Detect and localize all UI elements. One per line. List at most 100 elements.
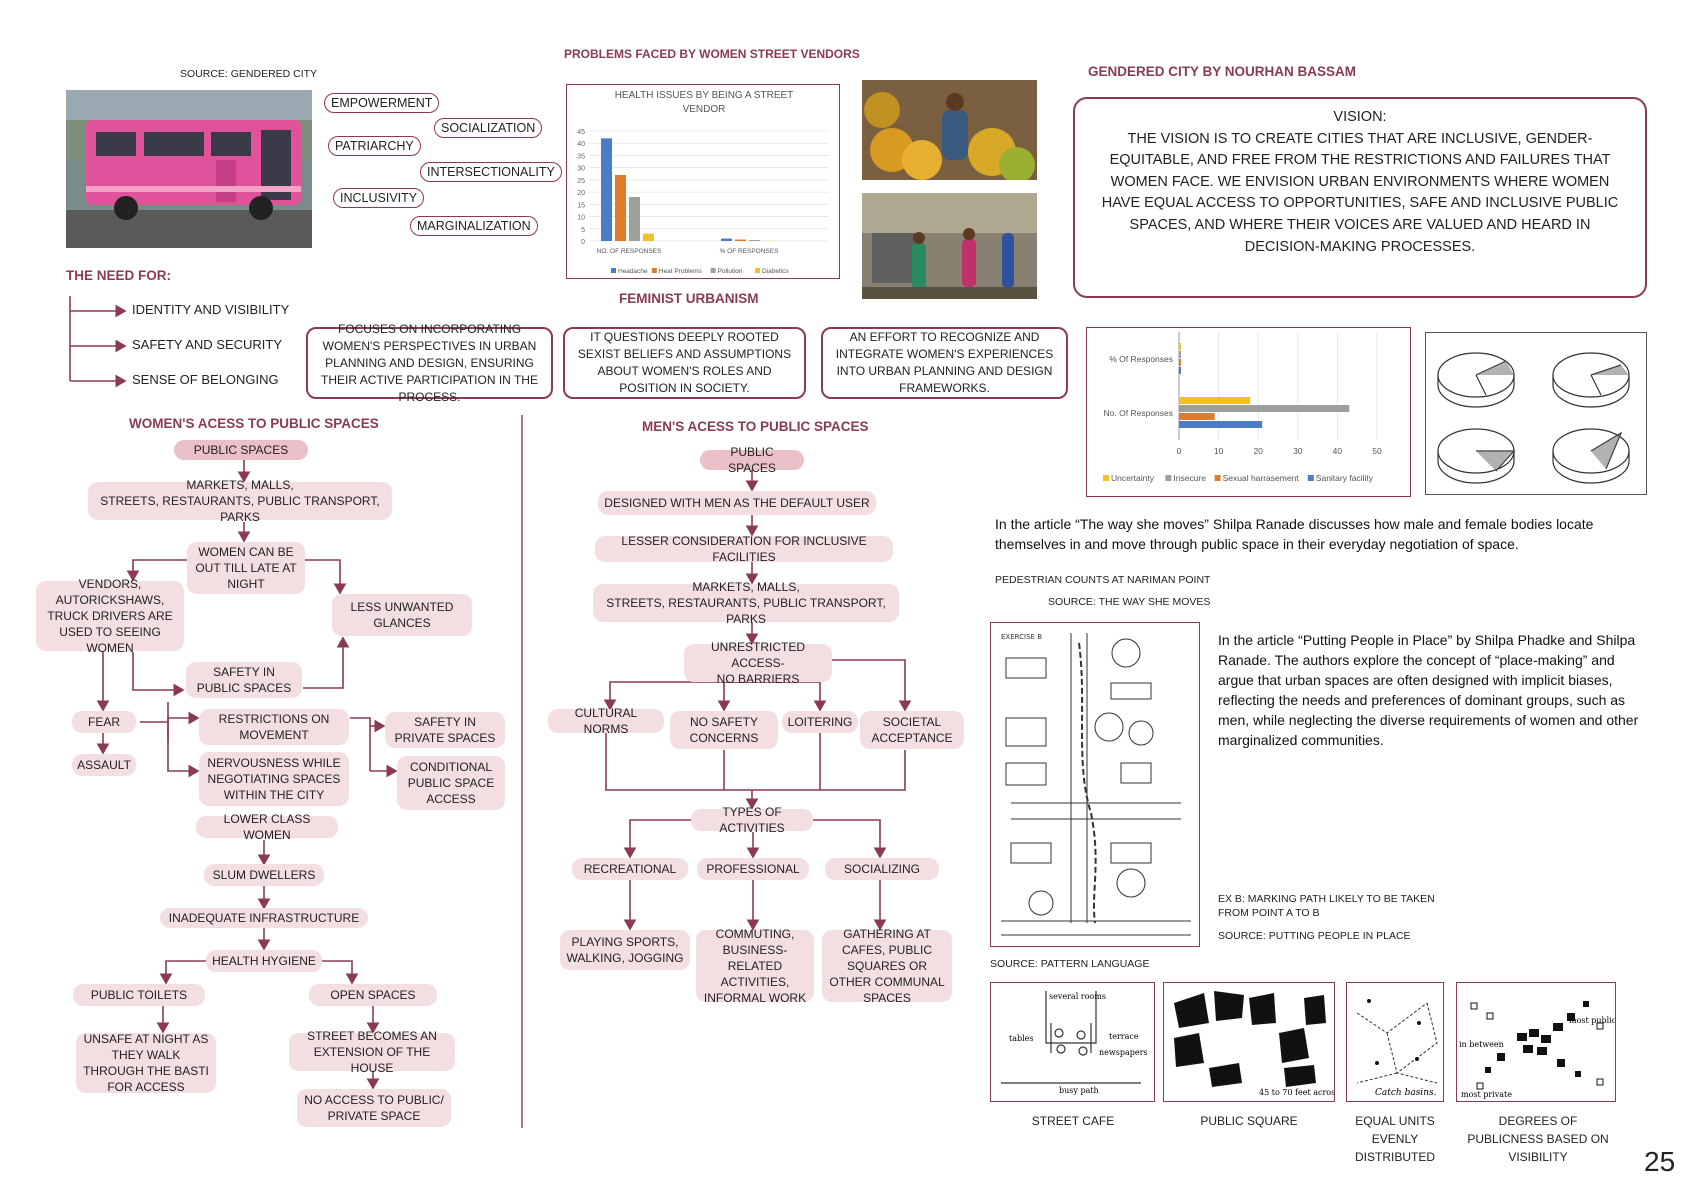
- women-unsafe-night: UNSAFE AT NIGHT AS THEY WALK THROUGH THE…: [76, 1032, 216, 1094]
- men-cultural-norms: CULTURAL NORMS: [548, 706, 664, 736]
- women-safety-private: SAFETY IN PRIVATE SPACES: [385, 712, 505, 748]
- chart1-bar: [601, 138, 612, 241]
- fruit-vendor-photo: [862, 80, 1037, 180]
- women-less-glances: LESS UNWANTED GLANCES: [332, 594, 472, 636]
- svg-text:in between: in between: [1459, 1040, 1504, 1049]
- chart2-bar: [1179, 405, 1350, 412]
- chart2-ytick: No. Of Responses: [1104, 408, 1173, 418]
- chart1-ytick: 25: [577, 178, 585, 185]
- article-way-she-moves: In the article “The way she moves” Shilp…: [995, 516, 1594, 552]
- svg-text:most public: most public: [1569, 1016, 1615, 1025]
- men-no-safety: NO SAFETY CONCERNS: [670, 711, 778, 749]
- men-loitering: LOITERING: [782, 711, 858, 733]
- chart1-ytick: 10: [577, 215, 585, 222]
- men-types: TYPES OF ACTIVITIES: [691, 805, 813, 835]
- chart1-legend-label: Headache: [618, 268, 648, 275]
- page-number: 25: [1644, 1146, 1676, 1177]
- chart2-legend-swatch: [1214, 475, 1221, 481]
- women-nervousness: NERVOUSNESS WHILE NEGOTIATING SPACES WIT…: [199, 752, 349, 806]
- women-access-title: WOMEN'S ACESS TO PUBLIC SPACES: [129, 416, 379, 431]
- chart2-xtick: 10: [1214, 446, 1224, 456]
- chart2-xtick: 30: [1293, 446, 1303, 456]
- need-for-title: THE NEED FOR:: [66, 268, 172, 283]
- men-societal: SOCIETAL ACCEPTANCE: [860, 711, 964, 749]
- exercise-b-caption: EX B: MARKING PATH LIKELY TO BE TAKEN FR…: [1218, 893, 1435, 919]
- chart1-title: HEALTH ISSUES BY BEING A STREET VENDOR: [614, 90, 794, 115]
- chart1-ytick: 45: [577, 129, 585, 136]
- chart2-bar: [1179, 367, 1181, 374]
- chart1-legend-swatch: [755, 268, 760, 273]
- chart1-bar: [629, 197, 640, 241]
- men-socializing: SOCIALIZING: [825, 858, 939, 880]
- svg-text:most private: most private: [1461, 1090, 1512, 1099]
- need-item: IDENTITY AND VISIBILITY: [132, 302, 290, 317]
- chart1-ytick: 30: [577, 166, 585, 173]
- public-square-sketch: 45 to 70 feet across: [1163, 982, 1339, 1102]
- keyword-pill: SOCIALIZATION: [434, 118, 543, 138]
- men-sports: PLAYING SPORTS, WALKING, JOGGING: [560, 930, 690, 970]
- women-late-night: WOMEN CAN BE OUT TILL LATE AT NIGHT: [187, 542, 305, 594]
- pedestrian-counts-label: PEDESTRIAN COUNTS AT NARIMAN POINT: [995, 574, 1211, 586]
- men-public-spaces: PUBLIC SPACES: [700, 445, 804, 475]
- women-fear: FEAR: [72, 711, 136, 733]
- chart1-ytick: 5: [581, 227, 585, 234]
- men-commuting: COMMUTING, BUSINESS-RELATED ACTIVITIES, …: [696, 927, 814, 1005]
- men-lesser: LESSER CONSIDERATION FOR INCLUSIVE FACIL…: [595, 534, 893, 564]
- chart1-bar: [721, 238, 732, 241]
- caption-public-square: PUBLIC SQUARE: [1200, 1114, 1298, 1128]
- women-markets: MARKETS, MALLS, STREETS, RESTAURANTS, PU…: [88, 478, 392, 524]
- svg-text:EXERCISE B: EXERCISE B: [1001, 633, 1042, 641]
- gendered-city-title: GENDERED CITY BY NOURHAN BASSAM: [1088, 64, 1357, 79]
- women-assault: ASSAULT: [72, 754, 136, 776]
- svg-text:45 to 70 feet across: 45 to 70 feet across: [1259, 1088, 1334, 1097]
- women-no-access: NO ACCESS TO PUBLIC/ PRIVATE SPACE: [297, 1089, 451, 1127]
- chart2-legend-label: Sanitary facility: [1316, 473, 1374, 483]
- chart2-xtick: 0: [1177, 446, 1182, 456]
- svg-text:tables: tables: [1009, 1034, 1034, 1043]
- men-recreational: RECREATIONAL: [572, 858, 688, 880]
- chart1-xtick: % OF RESPONSES: [720, 248, 780, 255]
- chart2-legend-swatch: [1103, 475, 1109, 481]
- chart2-bar: [1179, 359, 1181, 366]
- chart1-ytick: 0: [581, 239, 585, 246]
- chart1-xtick: NO. OF RESPONSES: [597, 248, 662, 255]
- men-markets: MARKETS, MALLS, STREETS, RESTAURANTS, PU…: [593, 580, 899, 626]
- keyword-pill: INCLUSIVITY: [333, 188, 425, 208]
- market-street-photo: [862, 193, 1037, 299]
- chart1-ytick: 20: [577, 190, 585, 197]
- women-safety-public: SAFETY IN PUBLIC SPACES: [186, 662, 302, 698]
- need-item: SAFETY AND SECURITY: [132, 337, 283, 352]
- women-lower-class: LOWER CLASS WOMEN: [196, 812, 338, 842]
- article-putting-people: In the article “Putting People in Place”…: [1218, 632, 1639, 748]
- svg-text:newspapers: newspapers: [1099, 1048, 1148, 1057]
- source-putting-people: SOURCE: PUTTING PEOPLE IN PLACE: [1218, 930, 1411, 942]
- chart2-legend-label: Sexual harrasement: [1223, 473, 1300, 483]
- chart2-legend-swatch: [1307, 475, 1314, 481]
- chart1-legend-label: Pollution: [718, 268, 743, 275]
- chart1-ytick: 15: [577, 202, 585, 209]
- chart2-bar: [1179, 343, 1181, 350]
- pink-bus-photo: [66, 90, 312, 248]
- chart2-xtick: 50: [1372, 446, 1382, 456]
- women-infrastructure: INADEQUATE INFRASTRUCTURE: [160, 908, 368, 928]
- chart2-legend-swatch: [1165, 475, 1172, 481]
- source-way-she-moves: SOURCE: THE WAY SHE MOVES: [1048, 596, 1211, 608]
- chart1-legend-swatch: [611, 268, 616, 273]
- feminist-box: IT QUESTIONS DEEPLY ROOTED SEXIST BELIEF…: [563, 327, 806, 399]
- men-gathering: GATHERING AT CAFES, PUBLIC SQUARES OR OT…: [822, 927, 952, 1005]
- keyword-pill: INTERSECTIONALITY: [420, 162, 562, 182]
- women-street-extension: STREET BECOMES AN EXTENSION OF THE HOUSE: [289, 1029, 455, 1075]
- caption-degrees-publicness: DEGREES OF PUBLICNESS BASED ON VISIBILIT…: [1467, 1114, 1609, 1164]
- chart1-bar: [735, 239, 746, 241]
- nariman-point-map: EXERCISE B: [990, 622, 1200, 947]
- keyword-pill: EMPOWERMENT: [324, 93, 440, 113]
- men-designed: DESIGNED WITH MEN AS THE DEFAULT USER: [598, 491, 876, 515]
- svg-text:several rooms: several rooms: [1049, 992, 1106, 1001]
- women-public-spaces: PUBLIC SPACES: [174, 440, 308, 460]
- women-public-toilets: PUBLIC TOILETS: [73, 984, 205, 1006]
- pie-sketches: [1425, 332, 1647, 495]
- source-pattern-language: SOURCE: PATTERN LANGUAGE: [990, 958, 1150, 970]
- equal-units-sketch: Catch basins.: [1346, 982, 1444, 1102]
